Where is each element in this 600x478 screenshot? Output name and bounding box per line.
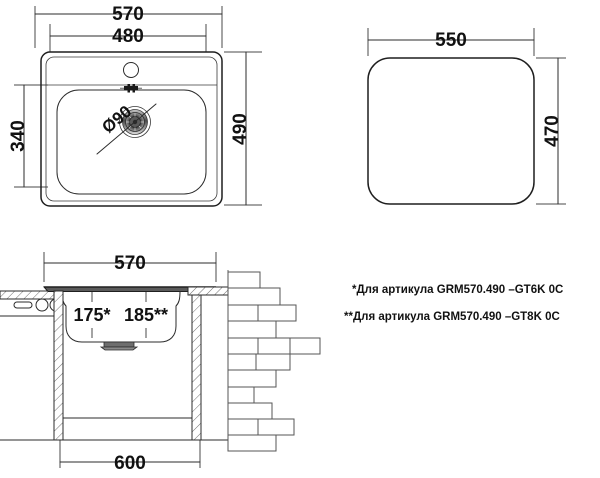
dimension-label-570-section: 570 [114,253,146,274]
dimension-label-470: 470 [542,115,563,147]
wall-brick-pattern [227,270,321,452]
sink-inner-rim [45,56,218,202]
cabinet-wall-right [191,290,202,441]
sink-top-view: 570 480 340 490 [8,4,262,207]
dimension-490: 490 [230,51,251,206]
article-notes: *Для артикула GRM570.490 –GT6K 0C **Для … [344,284,563,323]
dimension-185: 185** [124,292,168,338]
dimension-175: 175* [73,292,111,338]
dimension-label-340: 340 [8,120,29,152]
dimension-label-490: 490 [230,113,251,145]
dimension-label-550: 550 [435,30,467,51]
overflow-mark [120,84,142,93]
cabinet-wall-left [53,290,64,441]
dimension-600: 600 [59,453,201,474]
dimension-570-section: 570 [43,253,217,274]
cutout-extension-lines [367,28,566,205]
dimension-label-185: 185** [124,305,168,325]
dimension-label-480: 480 [112,26,144,47]
faucet-hole [123,62,139,78]
appliance-slot [13,301,33,309]
dimension-470: 470 [542,57,563,205]
drain-boss-section [99,341,139,351]
note-double-asterisk: **Для артикула GRM570.490 –GT8K 0C [344,311,560,323]
sink-rim-section [42,286,218,292]
cutout-template-view: 550 470 [367,28,566,205]
dimension-550: 550 [367,30,535,51]
dimension-label-175: 175* [73,305,110,325]
dimension-label-570-top: 570 [112,4,144,25]
countertop-right [187,286,229,296]
dimension-label-600: 600 [114,453,146,474]
note-single-asterisk: *Для артикула GRM570.490 –GT6K 0C [352,284,563,296]
section-extension-lines [43,252,217,468]
dimension-340: 340 [8,84,29,188]
sink-section-view: 570 600 175* [0,252,321,474]
dimension-570-top: 570 [34,4,223,25]
sink-outer-outline [40,51,223,207]
top-view-extension-lines [14,6,262,206]
dimension-480: 480 [49,26,207,47]
cabinet-base [0,417,229,441]
burner-left [35,298,49,312]
cabinet-walls [53,286,229,441]
cutout-outline [367,57,535,205]
